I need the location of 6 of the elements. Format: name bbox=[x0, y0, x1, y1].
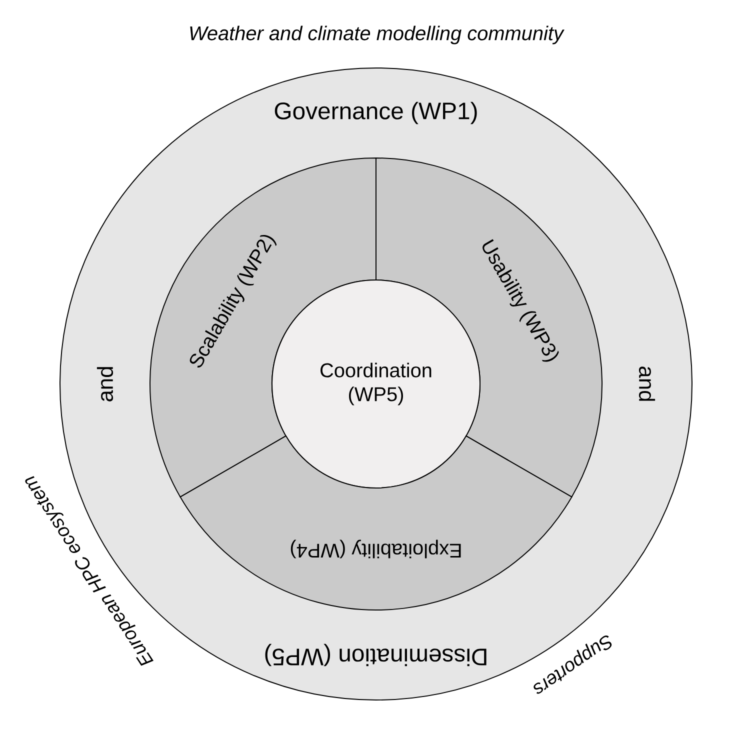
ring-label: and bbox=[96, 367, 114, 402]
ring-label: Governance (WP1) bbox=[274, 102, 477, 124]
ring-sector: Exploitability (WP4) bbox=[180, 435, 572, 611]
ring-label: Dissemination (WP5) bbox=[265, 644, 486, 666]
ring-caption: Weather and climate modelling community bbox=[190, 26, 564, 44]
ring-label: and bbox=[638, 366, 656, 401]
